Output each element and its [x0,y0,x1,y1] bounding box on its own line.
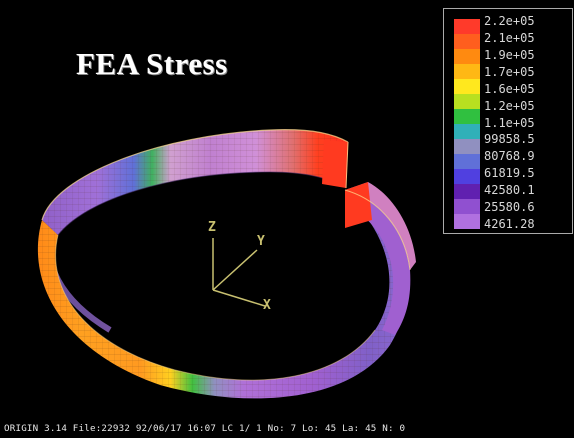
plot-title: FEA Stress [76,46,228,81]
legend-swatch [454,79,480,94]
legend-swatch [454,199,480,214]
axis-triad: Z Y X [195,218,285,317]
legend-label: 2.2e+05 [484,14,535,28]
legend-label: 99858.5 [484,132,535,147]
legend-swatch [454,109,480,124]
stress-legend: 2.2e+05 2.1e+05 1.9e+05 1.7e+05 1.6e+05 1.2e+… [443,8,573,234]
legend-swatch [454,124,480,139]
legend-label: 1.9e+05 [484,47,535,62]
z-axis-label: Z [208,220,216,235]
legend-label: 1.6e+05 [484,81,535,96]
legend-swatch [454,94,480,109]
legend-label: 42580.1 [484,183,535,198]
legend-label: 1.2e+05 [484,98,535,113]
legend-label: 25580.6 [484,200,535,215]
legend-swatch [454,154,480,169]
legend-swatch [454,169,480,184]
legend-swatch [454,184,480,199]
legend-swatch [454,49,480,64]
legend-color-bar [454,19,480,229]
legend-label: 1.7e+05 [484,64,535,79]
legend-swatch [454,19,480,34]
legend-label: 1.1e+05 [484,115,535,130]
legend-swatch [454,34,480,49]
status-bar: ORIGIN 3.14 File:22932 92/06/17 16:07 LC… [4,423,406,434]
x-axis-label: X [263,298,271,313]
legend-label: 80768.9 [484,149,535,164]
legend-swatch [454,139,480,154]
legend-swatch [454,214,480,229]
y-axis-label: Y [257,234,265,249]
legend-label: 61819.5 [484,166,535,181]
legend-label: 4261.28 [484,217,535,231]
legend-swatch [454,64,480,79]
legend-label: 2.1e+05 [484,30,535,45]
